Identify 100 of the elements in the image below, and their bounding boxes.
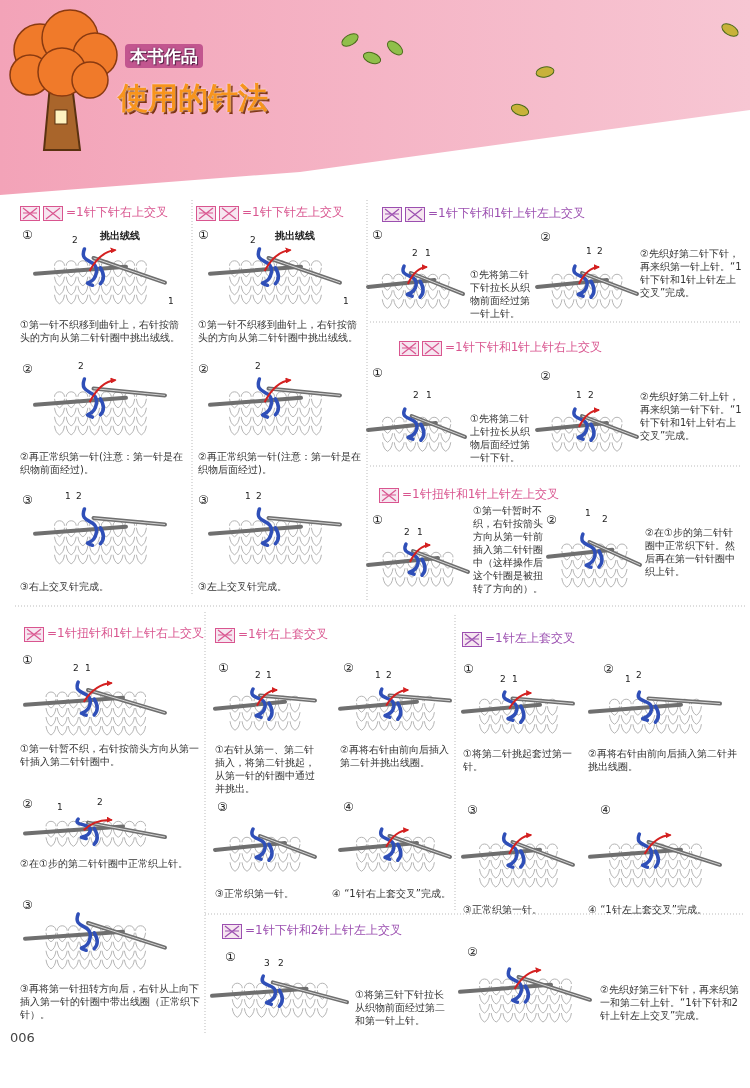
drawing-label: 挑出绒线 [275, 229, 315, 242]
step-number: ① [218, 661, 229, 677]
step-caption: ①右针从第一、第二针插入，将第二针挑起，从第一针的针圈中通过并挑出。 [215, 743, 316, 795]
stitch-number: 2 [256, 491, 262, 503]
step-number: ① [198, 228, 209, 244]
step-caption: ②再将右针由前向后插入第二针并挑出线圈。 [588, 747, 738, 773]
stitch-number: 2 [588, 390, 594, 402]
stitch-number: 2 [255, 361, 261, 373]
step-number: ③ [22, 493, 33, 509]
stitch-number: 1 [625, 674, 631, 686]
step-number: ① [22, 653, 33, 669]
stitch-number: 2 [72, 235, 78, 247]
stitch-number: 2 [255, 670, 261, 682]
step-caption: ③正常织第一针。 [463, 903, 542, 916]
step-number: ② [540, 369, 551, 385]
step-caption: ①先将第二针下针拉长从织物前面经过第一针上针。 [470, 268, 531, 320]
stitch-number: 1 [168, 296, 174, 308]
stitch-number: 1 [343, 296, 349, 308]
step-number: ① [225, 950, 236, 966]
stitch-number: 3 [264, 958, 270, 970]
stitch-number: 2 [73, 663, 79, 675]
step-caption: ③右上交叉针完成。 [20, 580, 110, 593]
stitch-number: 1 [266, 670, 272, 682]
step-caption: ①第一针暂时不织，右针按箭头方向从第一针前插入第二针针圈中（这样操作后这个针圈是被扭转了方向的）。 [473, 504, 544, 595]
step-caption: ②先织好第二针下针，再来织第一针上针。“1针下针和1针上针左上交叉”完成。 [640, 247, 742, 299]
step-number: ② [467, 945, 478, 961]
step-number: ① [372, 228, 383, 244]
step-caption: ①第一针不织移到曲针上，右针按箭头的方向从第二针针圈中挑出绒线。 [198, 318, 359, 344]
stitch-heading: =1针下针右上交叉 [66, 205, 168, 221]
step-caption: ②先织好第三针下针，再来织第一和第二针上针。“1针下针和2针上针左上交叉”完成。 [600, 983, 740, 1022]
step-caption: ①先将第二针上针拉长从织物后面经过第一针下针。 [470, 412, 531, 464]
stitch-number: 1 [417, 527, 423, 539]
step-caption: ①第一针不织移到曲针上，右针按箭头的方向从第二针针圈中挑出绒线。 [20, 318, 181, 344]
stitch-heading: =1针下针和2针上针左上交叉 [245, 923, 403, 939]
step-caption: ②再将右针由前向后插入第二针并挑出线圈。 [340, 743, 450, 769]
step-caption: ②再正常织第一针(注意：第一针是在织物前面经过)。 [20, 450, 184, 476]
page-number: 006 [10, 1030, 35, 1047]
step-caption: ②先织好第二针上针，再来织第一针下针。“1针下针和1针上针右上交叉”完成。 [640, 390, 742, 442]
step-number: ④ [343, 800, 354, 816]
stitch-number: 2 [97, 797, 103, 809]
stitch-number: 1 [512, 674, 518, 686]
step-number: ② [22, 797, 33, 813]
step-number: ③ [217, 800, 228, 816]
stitch-number: 1 [65, 491, 71, 503]
step-number: ② [603, 662, 614, 678]
stitch-number: 2 [500, 674, 506, 686]
step-caption: ③正常织第一针。 [215, 887, 294, 900]
stitch-heading: =1针下针和1针上针左上交叉 [428, 206, 586, 222]
step-number: ③ [467, 803, 478, 819]
header-subtitle: 本书作品 [125, 44, 203, 69]
stitch-heading: =1针下针和1针上针右上交叉 [445, 340, 603, 356]
step-caption: ②在①步的第二针针圈中正常织上针。 [20, 857, 189, 870]
stitch-number: 2 [413, 390, 419, 402]
stitch-number: 1 [57, 802, 63, 814]
step-caption: ②再正常织第一针(注意：第一针是在织物后面经过)。 [198, 450, 362, 476]
step-caption: ③左上交叉针完成。 [198, 580, 288, 593]
stitch-number: 2 [386, 670, 392, 682]
step-caption: ④ “1针左上套交叉”完成。 [588, 903, 707, 916]
stitch-number: 1 [245, 491, 251, 503]
stitch-number: 1 [425, 248, 431, 260]
stitch-heading: =1针左上套交叉 [485, 631, 575, 647]
step-caption: ①第一针暂不织，右针按箭头方向从第一针插入第二针针圈中。 [20, 742, 200, 768]
stitch-number: 2 [404, 527, 410, 539]
step-number: ① [372, 513, 383, 529]
page-title: 使用的针法 [118, 79, 268, 117]
step-caption: ①将第二针挑起套过第一针。 [463, 747, 573, 773]
drawing-label: 挑出绒线 [100, 229, 140, 242]
stitch-heading: =1针扭针和1针上针右上交叉 [47, 626, 205, 642]
stitch-number: 2 [278, 958, 284, 970]
step-number: ③ [198, 493, 209, 509]
stitch-heading: =1针右上套交叉 [238, 627, 328, 643]
step-caption: ②在①步的第二针针圈中正常织下针。然后再在第一针针圈中织上针。 [645, 526, 736, 578]
stitch-number: 2 [636, 670, 642, 682]
stitch-heading: =1针下针左上交叉 [242, 205, 344, 221]
step-caption: ④ “1针右上套交叉”完成。 [332, 887, 451, 900]
stitch-number: 1 [585, 508, 591, 520]
stitch-number: 1 [576, 390, 582, 402]
step-number: ② [343, 661, 354, 677]
stitch-number: 2 [602, 514, 608, 526]
stitch-number: 1 [586, 246, 592, 258]
stitch-number: 2 [78, 361, 84, 373]
step-number: ① [372, 366, 383, 382]
stitch-number: 2 [76, 491, 82, 503]
stitch-number: 2 [412, 248, 418, 260]
step-caption: ③再将第一针扭转方向后，右针从上向下插入第一针的针圈中带出线圈（正常织下针）。 [20, 982, 201, 1021]
step-number: ① [463, 662, 474, 678]
step-number: ② [546, 513, 557, 529]
stitch-heading: =1针扭针和1针上针左上交叉 [402, 487, 560, 503]
step-caption: ①将第三针下针拉长从织物前面经过第二和第一针上针。 [355, 988, 446, 1027]
step-number: ① [22, 228, 33, 244]
stitch-number: 1 [85, 663, 91, 675]
step-number: ② [198, 362, 209, 378]
step-number: ② [540, 230, 551, 246]
stitch-number: 2 [250, 235, 256, 247]
step-number: ② [22, 362, 33, 378]
stitch-number: 2 [597, 246, 603, 258]
stitch-number: 1 [375, 670, 381, 682]
stitch-number: 1 [426, 390, 432, 402]
step-number: ④ [600, 803, 611, 819]
step-number: ③ [22, 898, 33, 914]
